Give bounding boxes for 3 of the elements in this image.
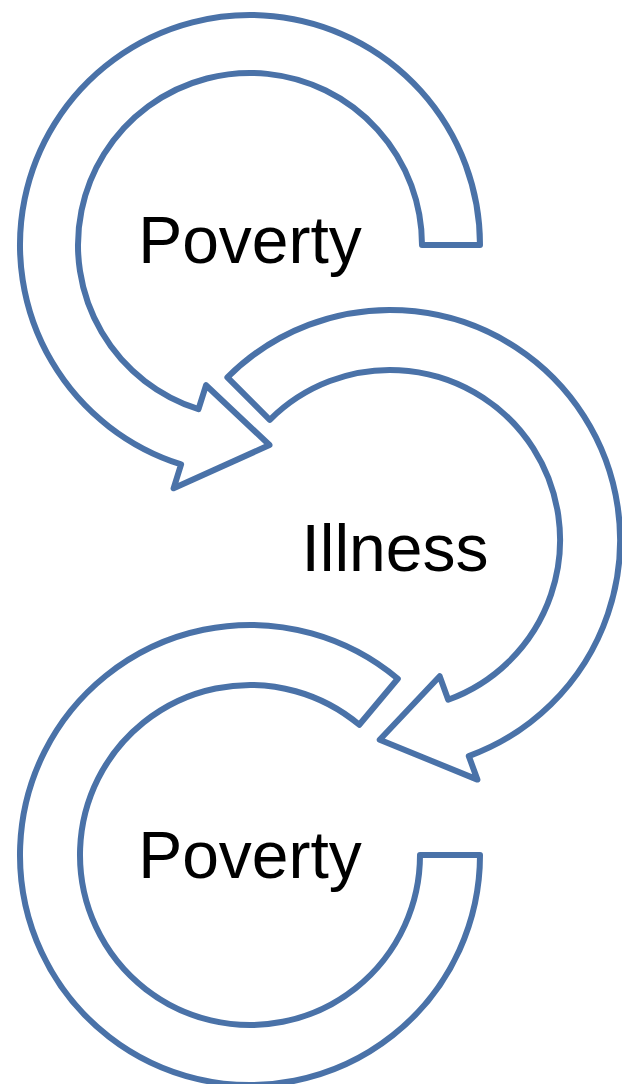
circular-arrow xyxy=(224,307,622,783)
cycle-label: Illness xyxy=(301,515,489,581)
circular-arrow xyxy=(17,12,483,492)
